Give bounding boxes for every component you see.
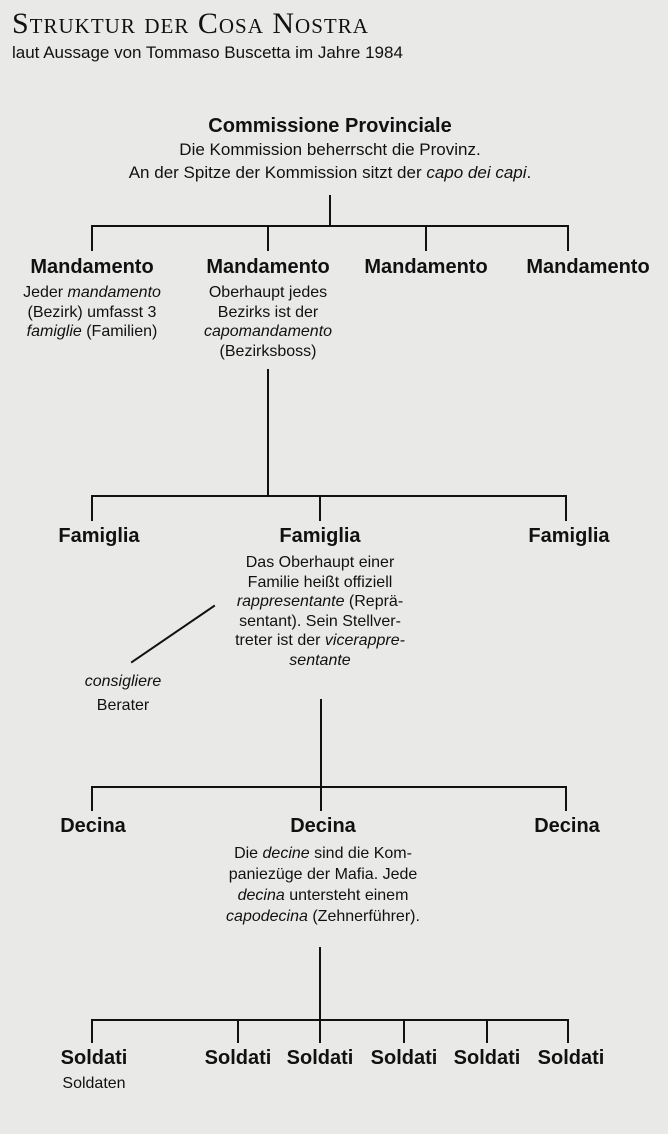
desc-line: Die Kommission beherrscht die Provinz. bbox=[179, 140, 481, 159]
node-description: Das Oberhaupt einer Familie heißt offizi… bbox=[235, 554, 405, 669]
node-famiglia-3: Famiglia bbox=[498, 524, 640, 548]
node-soldati-3: Soldati bbox=[280, 1046, 360, 1070]
node-title: Commissione Provinciale bbox=[208, 115, 452, 137]
node-title: Decina bbox=[60, 815, 126, 837]
node-title: Decina bbox=[290, 815, 356, 837]
node-title: Mandamento bbox=[364, 256, 488, 278]
node-title: Soldati bbox=[286, 1047, 354, 1069]
node-soldati-5: Soldati bbox=[447, 1046, 527, 1070]
node-soldati-1: Soldati Soldaten bbox=[44, 1046, 144, 1094]
node-famiglia-1: Famiglia bbox=[28, 524, 170, 548]
connector-consigliere bbox=[130, 604, 216, 664]
consigliere-translation: Berater bbox=[96, 697, 150, 714]
node-soldati-2: Soldati bbox=[198, 1046, 278, 1070]
node-description: Die Kommission beherrscht die Provinz. A… bbox=[60, 138, 600, 184]
node-title: Soldati bbox=[370, 1047, 438, 1069]
node-title: Soldati bbox=[204, 1047, 272, 1069]
node-description: Oberhaupt jedes Bezirks ist der capomand… bbox=[203, 284, 333, 360]
node-description: consigliere Berater bbox=[62, 670, 184, 718]
desc-line: An der Spitze der Kommission sitzt der c… bbox=[128, 163, 532, 182]
node-title: Famiglia bbox=[528, 525, 610, 547]
node-mandamento-2: Mandamento Oberhaupt jedes Bezirks ist d… bbox=[178, 255, 358, 361]
node-soldati-6: Soldati bbox=[531, 1046, 611, 1070]
node-description: Jeder mandamento (Bezirk) umfasst 3 fami… bbox=[23, 284, 161, 340]
node-famiglia-2: Famiglia Das Oberhaupt einer Familie hei… bbox=[200, 524, 440, 670]
node-mandamento-1: Mandamento Jeder mandamento (Bezirk) umf… bbox=[2, 255, 182, 342]
node-decina-3: Decina bbox=[506, 814, 628, 838]
node-soldati-4: Soldati bbox=[364, 1046, 444, 1070]
node-consigliere: consigliere Berater bbox=[62, 670, 184, 718]
node-title: Decina bbox=[534, 815, 600, 837]
chart-subtitle: laut Aussage von Tommaso Buscetta im Jah… bbox=[12, 43, 403, 62]
node-title: Mandamento bbox=[30, 256, 154, 278]
node-title: Soldati bbox=[537, 1047, 605, 1069]
node-description: Soldaten bbox=[62, 1075, 126, 1092]
chart-title: Struktur der Cosa Nostra bbox=[12, 7, 369, 40]
node-title: Famiglia bbox=[58, 525, 140, 547]
node-description: Die decine sind die Kom- paniezüge der M… bbox=[226, 845, 420, 925]
node-decina-2: Decina Die decine sind die Kom- paniezüg… bbox=[198, 814, 448, 927]
node-title: Soldati bbox=[453, 1047, 521, 1069]
node-title: Mandamento bbox=[206, 256, 330, 278]
node-title: Soldati bbox=[60, 1047, 128, 1069]
node-title: Famiglia bbox=[279, 525, 361, 547]
node-mandamento-4: Mandamento bbox=[508, 255, 668, 279]
node-commissione: Commissione Provinciale Die Kommission b… bbox=[60, 114, 600, 184]
node-title: Mandamento bbox=[526, 256, 650, 278]
consigliere-term: consigliere bbox=[84, 673, 162, 690]
node-mandamento-3: Mandamento bbox=[346, 255, 506, 279]
node-decina-1: Decina bbox=[32, 814, 154, 838]
